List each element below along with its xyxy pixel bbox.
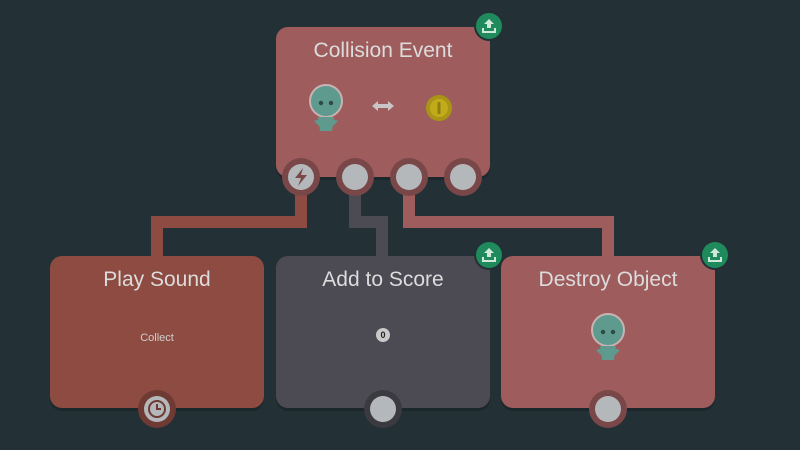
wire-event-to-destroy (403, 192, 614, 256)
node-title: Play Sound (103, 268, 211, 291)
wire-event-to-sound (151, 192, 307, 256)
gold-coin-icon (426, 95, 452, 121)
node-title: Collision Event (313, 39, 453, 62)
score-value[interactable]: 0 (376, 328, 390, 342)
node-title: Add to Score (322, 268, 444, 291)
upload-icon (482, 248, 496, 262)
play-sound-node[interactable]: Play Sound Collect (50, 256, 264, 428)
output-port-3[interactable] (444, 158, 482, 196)
destroy-output-port[interactable] (589, 390, 627, 428)
score-upload-badge[interactable] (476, 242, 502, 268)
destroy-object-node[interactable]: Destroy Object (501, 256, 715, 428)
output-port-1[interactable] (336, 158, 374, 196)
node-title: Destroy Object (538, 268, 678, 291)
clock-icon (148, 400, 166, 418)
alien-character-icon (309, 84, 343, 131)
upload-icon (482, 19, 496, 33)
output-port-2[interactable] (390, 158, 428, 196)
lightning-icon (295, 168, 307, 186)
alien-character-icon (591, 313, 625, 360)
lightning-trigger-port[interactable] (282, 158, 320, 196)
upload-icon (708, 248, 722, 262)
add-to-score-node[interactable]: Add to Score 0 (276, 256, 490, 428)
destroy-upload-badge[interactable] (702, 242, 728, 268)
sound-output-port[interactable] (138, 390, 176, 428)
sound-name-label: Collect (140, 332, 174, 344)
event-upload-badge[interactable] (476, 13, 502, 39)
wire-event-to-score (349, 192, 388, 256)
collision-event-node[interactable]: Collision Event (276, 27, 490, 196)
score-output-port[interactable] (364, 390, 402, 428)
bidirectional-arrow-icon (372, 101, 394, 111)
